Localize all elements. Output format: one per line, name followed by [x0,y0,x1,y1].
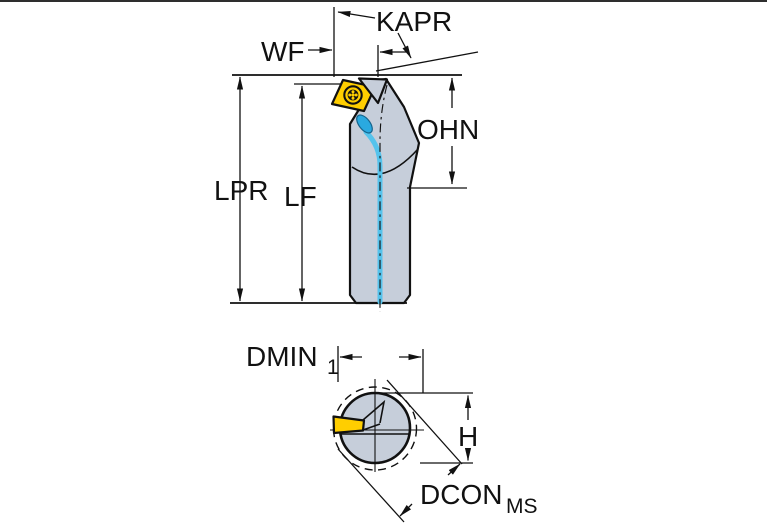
side-view: KAPR WF LPR LF OHN [214,6,479,312]
kapr-angle-line [375,51,479,72]
head-blend-arc [351,148,419,175]
ohn-label: OHN [417,114,479,145]
dcon-tangent-upper [386,379,463,465]
dmin-subscript: 1 [327,356,339,379]
kapr-label: KAPR [376,6,452,37]
dcon-label: DCON [420,479,502,510]
insert-screw-icon [343,85,363,105]
lf-label: LF [284,181,317,212]
end-view: DMIN 1 H DCON MS [246,341,538,523]
dmin-label: DMIN [246,341,318,372]
insert-end-view [332,415,366,435]
h-label: H [458,421,478,452]
insert-clamp [357,77,389,105]
dcon-subscript: MS [506,495,538,518]
tool-body [348,77,421,305]
dcon-arrow-upper [447,463,461,476]
tool-centerline [379,84,388,312]
kapr-leader-left [337,10,376,19]
dcon-arrow-lower [399,503,413,517]
coolant-nozzle [356,114,373,134]
wf-label: WF [261,36,305,67]
dcon-tangent-lower [337,448,405,523]
lpr-label: LPR [214,175,268,206]
pocket-wedge-edges [362,399,386,431]
kapr-leader-right [397,32,412,59]
